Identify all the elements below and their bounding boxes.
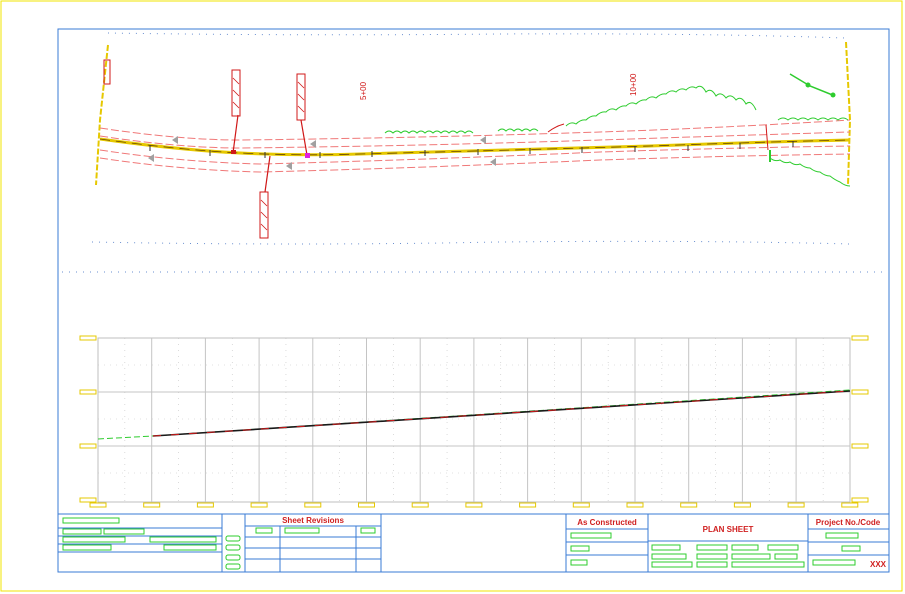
sheet-title: PLAN SHEET [703, 525, 754, 534]
elevation-label-right [851, 389, 869, 395]
row-line-south-2 [99, 153, 851, 173]
elevation-label-right [851, 335, 869, 341]
row-line-north [99, 119, 851, 141]
station-label-10: 10+00 [629, 73, 638, 96]
project-label: Project No./Code [816, 518, 881, 527]
section-cut-1 [232, 114, 239, 154]
elevation-label-left [79, 497, 97, 503]
profile-station-label [304, 502, 322, 508]
section-cut-4 [765, 124, 769, 151]
section-cut-2 [300, 119, 308, 156]
plan-view: 5+00 10+00 [62, 32, 885, 273]
elevation-label-left [79, 335, 97, 341]
profile-station-label [519, 502, 537, 508]
profile-station-label [465, 502, 483, 508]
survey-limit-bottom [91, 240, 851, 245]
section-cuts [103, 59, 769, 239]
project-code: XXX [870, 560, 887, 569]
section-cut-2-tag [296, 73, 306, 121]
profile-station-label [143, 502, 161, 508]
section-cut-3-tag [259, 191, 269, 239]
profile-station-label [250, 502, 268, 508]
profile-station-label [196, 502, 214, 508]
profile-station-label [841, 502, 859, 508]
section-cut-3 [264, 155, 271, 193]
station-label-5: 5+00 [359, 81, 368, 100]
section-tag-hatch [232, 77, 305, 231]
elevation-label-right [851, 497, 869, 503]
pi-marker [305, 153, 310, 158]
profile-station-label [411, 502, 429, 508]
flow-arrows [148, 136, 496, 170]
elevation-label-left [79, 389, 97, 395]
profile-station-label [572, 502, 590, 508]
row-line-south [99, 145, 851, 165]
elevation-label-right [851, 443, 869, 449]
sheet-revisions-label: Sheet Revisions [282, 516, 344, 525]
profile-station-label [626, 502, 644, 508]
red-ditch [547, 123, 565, 133]
as-constructed-label: As Constructed [577, 518, 637, 527]
elevation-label-left [79, 443, 97, 449]
profile-station-label [733, 502, 751, 508]
title-block-fields [62, 517, 861, 570]
section-cut-1-tag [231, 69, 241, 117]
profile-view [79, 335, 869, 508]
centerline-core [99, 138, 851, 156]
row-line-north-2 [99, 131, 851, 149]
profile-axis-labels [79, 335, 869, 508]
profile-station-label [787, 502, 805, 508]
profile-grid [97, 337, 851, 503]
survey-limit-top [107, 32, 846, 39]
proposed-grade-overlay [152, 390, 851, 437]
profile-station-label [358, 502, 375, 508]
station-ticks [149, 141, 794, 158]
centerline-alignment [99, 137, 851, 157]
profile-station-label [680, 502, 698, 508]
match-line-left [95, 44, 109, 186]
pc-marker [231, 150, 236, 154]
profile-station-label [89, 502, 107, 508]
vegetation [384, 73, 851, 187]
title-block [57, 513, 890, 573]
match-line-right [845, 41, 852, 186]
